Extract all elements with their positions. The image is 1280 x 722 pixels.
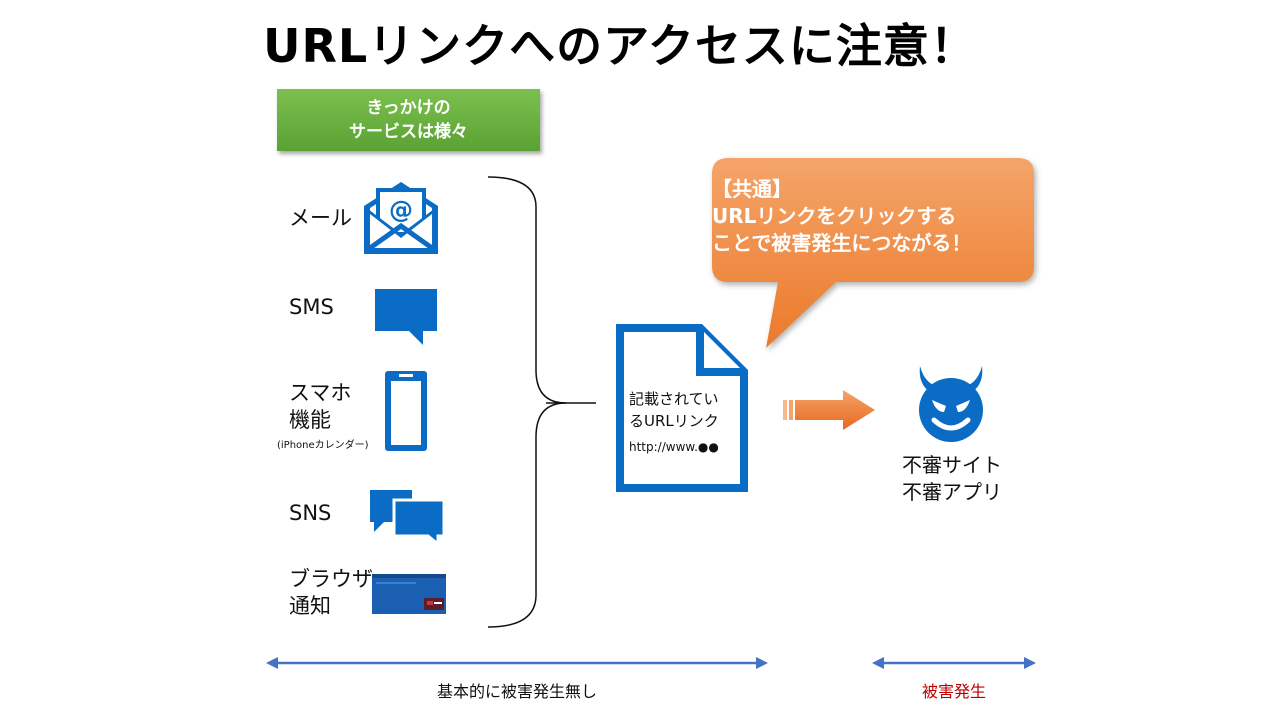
smartphone-icon <box>385 371 427 451</box>
grouping-brace <box>487 176 596 628</box>
no-damage-label: 基本的に被害発生無し <box>436 682 597 701</box>
envelope-email-icon: @ <box>364 182 438 254</box>
devil-face-icon <box>919 366 983 442</box>
damage-range-arrow <box>872 657 1036 669</box>
document-line2: るURLリンク <box>629 412 719 430</box>
browser-notification-icon <box>372 574 446 614</box>
chat-bubbles-icon <box>370 490 446 548</box>
callout-line2: URLリンクをクリックする <box>712 204 957 228</box>
service-label-sms: SMS <box>289 295 334 319</box>
document-line1: 記載されてい <box>629 390 719 408</box>
damage-label: 被害発生 <box>921 682 986 701</box>
document-icon <box>616 324 748 492</box>
page-title: URLリンクへのアクセスに注意！ <box>263 19 977 73</box>
smartphone-note: (iPhoneカレンダー) <box>277 440 369 451</box>
service-box-line2: サービスは様々 <box>349 122 468 142</box>
orange-right-arrow <box>783 390 875 430</box>
service-label-mail: メール <box>289 206 352 230</box>
service-label-browser: ブラウザ 通知 <box>289 566 373 620</box>
document-text: 記載されてい るURLリンク <box>629 388 719 432</box>
service-label-sns: SNS <box>289 501 332 525</box>
browser-label-line2: 通知 <box>289 594 331 618</box>
svg-text:@: @ <box>389 196 413 224</box>
result-line1: 不審サイト <box>902 453 1002 477</box>
warning-callout-shape <box>712 158 1034 348</box>
result-label: 不審サイト 不審アプリ <box>902 452 1002 506</box>
callout-line1: 【共通】 <box>712 177 792 201</box>
service-category-box: きっかけの サービスは様々 <box>277 89 540 151</box>
service-box-line1: きっかけの <box>366 98 451 118</box>
warning-callout: 【共通】 URLリンクをクリックする ことで被害発生につながる！ <box>712 176 1030 257</box>
callout-line3: ことで被害発生につながる！ <box>712 231 972 255</box>
sms-bubble-icon <box>375 289 437 345</box>
result-line2: 不審アプリ <box>902 480 1002 504</box>
no-damage-range-arrow <box>266 657 768 669</box>
smartphone-label-line1: スマホ <box>289 381 352 405</box>
browser-label-line1: ブラウザ <box>289 567 373 591</box>
document-url: http://www.●● <box>629 440 719 454</box>
smartphone-label-line2: 機能 <box>289 408 331 432</box>
service-label-smartphone: スマホ 機能 <box>289 380 351 434</box>
